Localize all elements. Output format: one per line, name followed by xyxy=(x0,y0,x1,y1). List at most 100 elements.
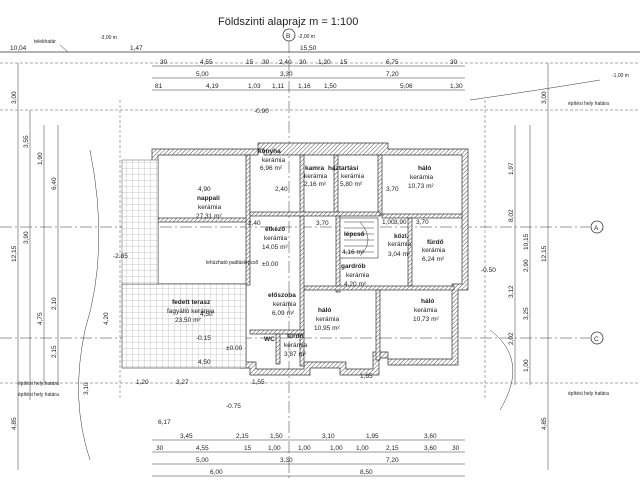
dim-inner-3: 3,70 xyxy=(386,186,399,193)
room-haztartasi-area: 5,80 m² xyxy=(340,181,363,188)
dim-bot-r2-6: 1,00 xyxy=(356,445,369,452)
room-halo-1-area: 10,73 m² xyxy=(408,183,434,190)
room-wc-name: WC xyxy=(264,336,275,343)
room-lepcso-area: 4,16 m² xyxy=(342,249,365,256)
room-terrace: fedett terasz fagyálló kerámia 23,50 m² xyxy=(167,299,215,324)
dim-top-r2-5: 30 xyxy=(299,59,307,66)
dim-inner-9: 1,55 xyxy=(252,379,265,386)
build-limit-label-tr: építési hely határa xyxy=(568,101,609,107)
dim-left-5: 3,90 xyxy=(23,231,30,244)
level-topleft: -3,00 m xyxy=(100,35,117,41)
dim-inner-1: 2,40 xyxy=(275,186,288,193)
terrain-contours xyxy=(78,79,601,461)
dim-top-r2-3: 30 xyxy=(262,59,270,66)
room-kozl-area: 3,04 m² xyxy=(388,251,411,258)
dim-top-r3-1: 3,30 xyxy=(280,71,293,78)
dim-left-3: 6,40 xyxy=(51,177,58,190)
dim-bot-r3-2: 7,20 xyxy=(386,457,399,464)
room-halo-3-floor: kerámia xyxy=(414,307,438,314)
dim-right-1: 1,97 xyxy=(508,162,515,175)
room-halo-3: háló kerámia 10,73 m² xyxy=(413,298,439,323)
room-kozl-name: közl. xyxy=(394,233,409,240)
room-nappali-name: nappali xyxy=(197,195,220,202)
dim-bot-r2-4: 1,00 xyxy=(298,445,311,452)
dim-right-6: 3,25 xyxy=(523,307,530,320)
dim-inner-0: 4,90 xyxy=(198,186,211,193)
dim-left-0: 3,00 xyxy=(11,91,18,104)
plot-boundary-label: telekhatár xyxy=(34,39,56,45)
building-limit-lines: építési hely határa építési hely határa … xyxy=(0,73,640,400)
room-konyha-area: 6,96 m² xyxy=(260,165,283,172)
dim-top-r2-2: 15 xyxy=(246,59,254,66)
room-halo-2: háló kerámia 10,95 m² xyxy=(314,307,340,332)
dim-top-r4-2: 1,03 xyxy=(248,83,261,90)
dim-top-r3-2: 7,20 xyxy=(386,71,399,78)
dim-inner-7: 4,50 xyxy=(200,311,213,318)
dim-bot-r1-4: 1,95 xyxy=(366,433,379,440)
room-haztartasi-floor: kerámia xyxy=(341,173,365,180)
room-halo-1-name: háló xyxy=(418,165,431,172)
room-halo-3-name: háló xyxy=(421,298,434,305)
dim-bot-r2-3: 1,00 xyxy=(268,445,281,452)
level-left: -2.85 xyxy=(113,253,128,260)
dimensions-left: 3,00 3,55 1,90 6,40 12,15 3,90 4,75 4,20… xyxy=(11,63,110,470)
room-furdo-1: fürdő kerámia 6,24 m² xyxy=(422,239,446,263)
dim-bot-r2-0: 30 xyxy=(156,445,164,452)
room-terrace-name: fedett terasz xyxy=(172,299,211,306)
dim-left-4: 12,15 xyxy=(11,245,18,262)
room-halo-3-area: 10,73 m² xyxy=(413,316,439,323)
build-limit-label-tl: építési hely határa xyxy=(18,381,59,387)
room-furdo-2-area: 3,87 m² xyxy=(284,351,307,358)
room-kozl-floor: kerámia xyxy=(388,241,412,248)
dim-right-10: 2,02 xyxy=(508,332,515,345)
dimensions-right: 3,00 1,97 8,02 10,15 12,15 2,90 3,25 3,1… xyxy=(508,63,549,470)
dim-top-r4-1: 4,19 xyxy=(206,83,219,90)
covered-terrace xyxy=(121,159,247,369)
build-limit-label-bl: építési hely határa xyxy=(18,392,59,398)
dim-left-7: 4,20 xyxy=(103,312,110,325)
dim-bot-r2-5: 1,00 xyxy=(330,445,343,452)
room-terrace-floor: fagyálló kerámia xyxy=(167,308,215,315)
room-nappali-floor: kerámia xyxy=(198,204,222,211)
room-etkezo-area: 14,05 m² xyxy=(262,244,288,251)
dim-top-r4-6: 5,06 xyxy=(400,83,413,90)
dim-bot-r2-2: 15 xyxy=(244,445,252,452)
room-eloszoba: előszoba kerámia 6,09 m² xyxy=(268,292,297,317)
room-etkezo-floor: kerámia xyxy=(264,235,288,242)
dim-bot-r4-0: 6,00 xyxy=(210,469,223,476)
room-konyha-floor: kerámia xyxy=(262,157,286,164)
level-bottom: -0.75 xyxy=(226,403,241,410)
room-furdo-2-name: fürdő xyxy=(287,333,304,340)
building-walls xyxy=(151,142,469,376)
room-kamra-name: kamra xyxy=(305,165,325,172)
dim-top-r1-1: 1,47 xyxy=(130,45,143,52)
dim-top-r1-0: 10,04 xyxy=(10,45,27,52)
level-center: ±0.00 xyxy=(262,261,279,268)
dim-top-r2-1: 4,55 xyxy=(200,59,213,66)
dim-bot-r1-2: 1,50 xyxy=(270,433,283,440)
dim-bot-r1-1: 2,15 xyxy=(236,433,249,440)
room-furdo-2: fürdő kerámia 3,87 m² xyxy=(284,333,308,358)
level-right: -1,00 m xyxy=(612,73,629,79)
dim-top-r3-0: 5,00 xyxy=(196,71,209,78)
room-furdo-1-area: 6,24 m² xyxy=(422,256,445,263)
room-nappali-area: 27,31 m² xyxy=(196,213,222,220)
dim-inner-12: 1,00 xyxy=(382,219,395,226)
axis-b-marker: B xyxy=(282,28,296,480)
dim-inner-6: 6,17 xyxy=(158,419,171,426)
dim-top-r4-5: 1,50 xyxy=(324,83,337,90)
room-terrace-area: 23,50 m² xyxy=(175,317,201,324)
dim-inner-14: 1,65 xyxy=(360,373,373,380)
room-furdo-2-floor: kerámia xyxy=(284,342,308,349)
dim-left-10: 2,10 xyxy=(51,297,58,310)
axis-b-label: B xyxy=(286,33,290,40)
dim-top-r4-4: 1,16 xyxy=(298,83,311,90)
room-gardrob-name: gardrób xyxy=(341,263,366,270)
dim-inner-13: 2,40 xyxy=(248,220,261,227)
dimensions-bottom: 3,45 2,15 1,50 3,10 1,95 3,60 30 4,55 15… xyxy=(152,433,465,477)
dim-left-11: 2,15 xyxy=(51,345,58,358)
room-gardrob-floor: kerámia xyxy=(346,272,370,279)
dim-right-2: 8,02 xyxy=(508,209,515,222)
dim-right-5: 2,90 xyxy=(523,259,530,272)
